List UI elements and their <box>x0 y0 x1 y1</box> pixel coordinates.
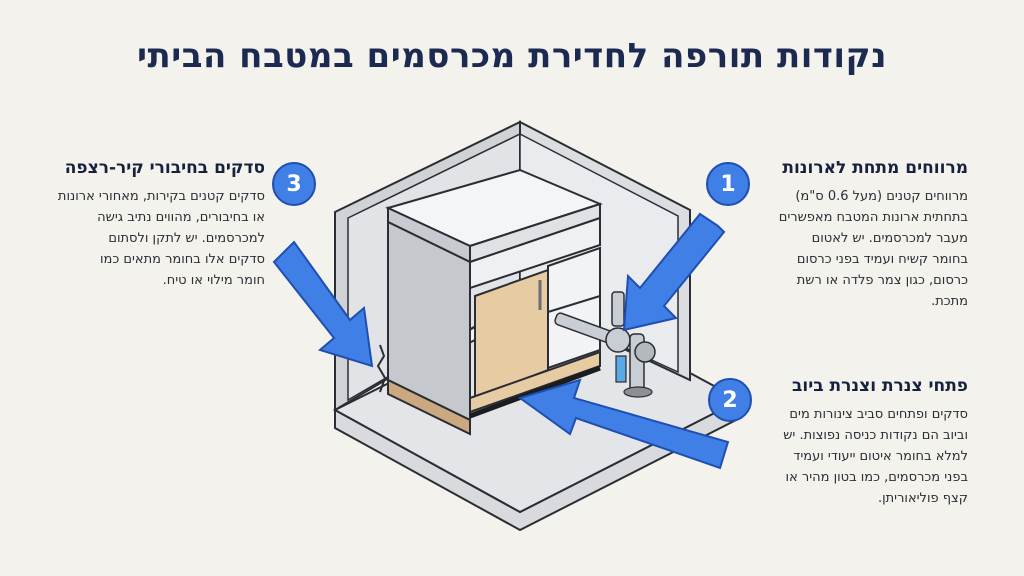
wall-crack <box>376 344 387 393</box>
callout-1-line: מתכת. <box>931 294 968 309</box>
callout-3-line: למכרסמים. יש לתקן ולסתום <box>108 231 265 246</box>
callout-2-text: סדקים ופתחים סביב צינורות מים וביוב הם נ… <box>728 404 968 509</box>
drain-pipes <box>554 291 656 398</box>
callout-1-line: מרווחים קטנים (מעל 0.6 ס"מ) <box>795 189 968 204</box>
badge-3: 3 <box>272 162 316 206</box>
callout-wall-floor-cracks: סדקים בחיבורי קיר-רצפה סדקים קטנים בקירו… <box>40 158 265 291</box>
callout-3-heading: סדקים בחיבורי קיר-רצפה <box>64 158 265 178</box>
callout-2-line: קצף פוליאוריתן. <box>877 491 968 506</box>
callout-2-heading: פתחי צנרת וצנרת ביוב <box>792 376 968 396</box>
callout-2-line: למלא בחומר איטום ייעודי ועמיד <box>793 449 968 464</box>
callout-1-heading: מרווחים מתחת לארונות <box>782 158 968 178</box>
callout-2-line: סדקים ופתחים סביב צינורות מים <box>789 407 968 422</box>
arrow-wall-crack <box>272 240 374 368</box>
callout-1-line: כרסום, כגון צמר פלדה או רשת <box>796 273 968 288</box>
callout-2-line: בפני מכרסמים, כמו בטון מהיר או <box>785 470 968 485</box>
callout-1-text: מרווחים קטנים (מעל 0.6 ס"מ) בתחתית ארונו… <box>748 186 968 312</box>
callout-pipe-openings: פתחי צנרת וצנרת ביוב סדקים ופתחים סביב צ… <box>728 376 968 509</box>
callout-3-line: חומר מילוי או טיח. <box>162 273 265 288</box>
badge-1: 1 <box>706 162 750 206</box>
arrow-cabinet-gap <box>622 212 726 332</box>
callout-2-line: וביוב הם נקודות כניסה נפוצות. יש <box>783 428 968 443</box>
page-title: נקודות תורפה לחדירת מכרסמים במטבח הביתי <box>137 36 887 76</box>
cabinet <box>385 168 603 436</box>
callout-3-line: או בחיבורים, מהווים נתיב גישה <box>97 210 265 225</box>
callout-3-line: סדקים קטנים בקירות, מאחורי ארונות <box>57 189 265 204</box>
callout-3-text: סדקים קטנים בקירות, מאחורי ארונות או בחי… <box>40 186 265 291</box>
callout-1-line: מעבר למכרסמים. יש לאטום <box>811 231 968 246</box>
callout-1-line: בחומר קשיח ועמיד בפני כרסום <box>796 252 968 267</box>
cabinet-gap <box>469 365 601 419</box>
callout-3-line: סדקים אלו בחומר מתאים כמו <box>99 252 265 267</box>
callout-cabinet-gaps: מרווחים מתחת לארונות מרווחים קטנים (מעל … <box>748 158 968 312</box>
arrow-pipe-openings <box>517 378 730 470</box>
badge-2: 2 <box>708 378 752 422</box>
callout-1-line: בתחתית ארונות המטבח מאפשרים <box>778 210 968 225</box>
